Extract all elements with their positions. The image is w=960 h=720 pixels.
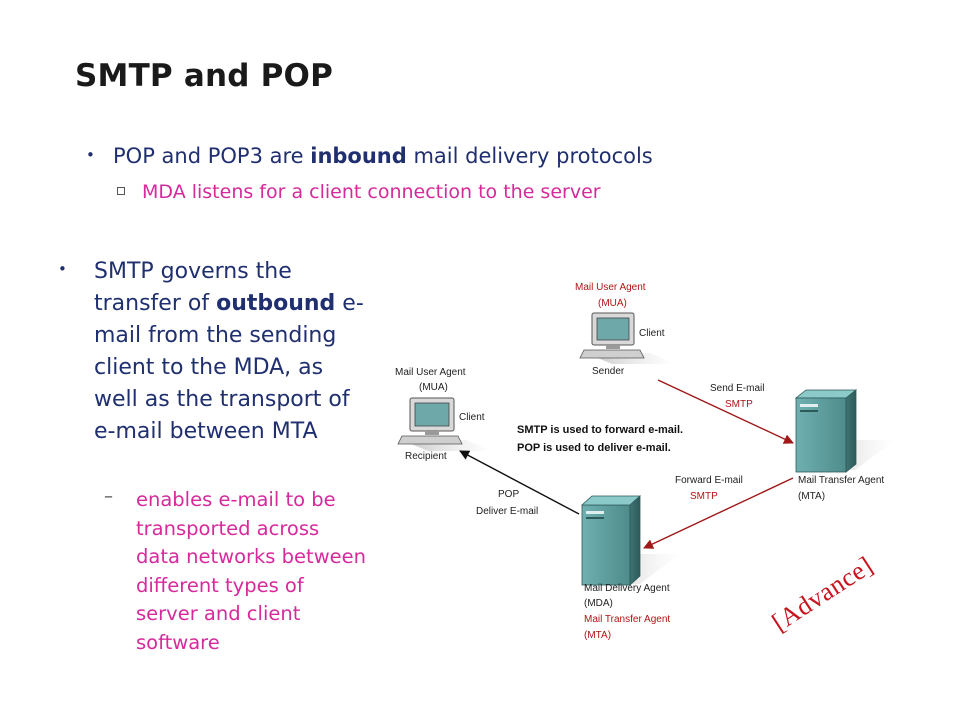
sender-role-label: Sender (592, 366, 625, 377)
bullet-dot: • (58, 260, 67, 278)
mda-abbr-label: (MDA) (584, 598, 613, 609)
forward-email-label: Forward E-mail (675, 475, 743, 486)
send-email-arrow (657, 379, 794, 444)
deliver-email-arrow (459, 450, 580, 515)
mda-name-label: Mail Delivery Agent (584, 583, 670, 594)
bold-outbound: outbound (216, 291, 336, 316)
forward-smtp-label: SMTP (690, 491, 718, 502)
recipient-role-label: Recipient (405, 451, 447, 462)
sender-agent-label: Mail User Agent (575, 282, 646, 293)
recipient-mua-label: (MUA) (419, 382, 448, 393)
recipient-computer-icon (397, 397, 492, 451)
mda-server-icon (580, 495, 680, 586)
sender-computer-icon (579, 312, 676, 364)
recipient-client-label: Client (459, 412, 485, 423)
recipient-agent-label: Mail User Agent (395, 367, 466, 378)
deliver-email-label: Deliver E-mail (476, 506, 539, 517)
note-smtp-forward: SMTP is used to forward e-mail. (517, 424, 684, 436)
mta-abbr-label: (MTA) (798, 491, 826, 502)
mta-name-label: Mail Transfer Agent (798, 475, 885, 486)
mta-server-icon (794, 389, 895, 473)
send-email-label: Send E-mail (710, 383, 765, 394)
sender-client-label: Client (639, 328, 665, 339)
send-smtp-label: SMTP (725, 399, 753, 410)
square-bullet-icon (117, 187, 125, 195)
bullet-smtp-text: SMTP governs the transfer of outbound e-… (94, 259, 364, 444)
bold-inbound: inbound (310, 144, 407, 168)
forward-email-arrow (643, 477, 794, 549)
bullet-pop-text: POP and POP3 are inbound mail delivery p… (113, 144, 653, 168)
bullet-dot: • (86, 146, 95, 164)
slide-title: SMTP and POP (75, 58, 333, 94)
deliver-pop-label: POP (498, 489, 520, 500)
note-pop-deliver: POP is used to deliver e-mail. (517, 442, 671, 454)
mda-mta-abbr-label: (MTA) (584, 630, 612, 641)
sender-mua-label: (MUA) (598, 298, 627, 309)
mda-mta-name-label: Mail Transfer Agent (584, 614, 671, 625)
dash-bullet: – (104, 486, 113, 507)
